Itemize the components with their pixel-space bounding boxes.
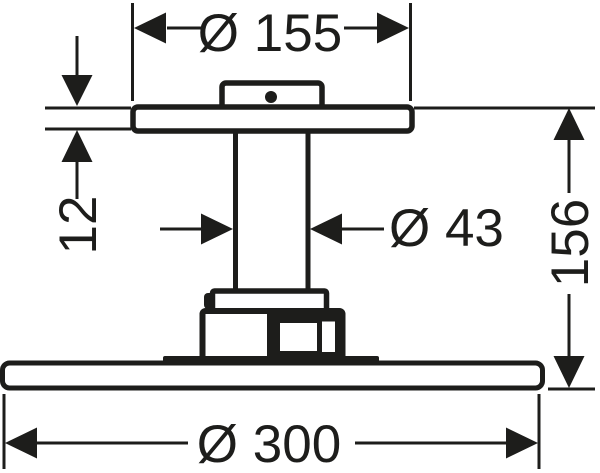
dim-label-head-diameter: Ø 300: [197, 415, 341, 473]
dim-escutcheon-thickness: 12: [49, 36, 108, 254]
arrow-up-icon: [553, 108, 585, 140]
arrow-right-icon: [377, 12, 409, 44]
dim-label-escutcheon-thickness: 12: [49, 196, 108, 255]
arrow-up-icon: [61, 130, 93, 162]
product-outline: [0, 80, 545, 391]
dim-escutcheon-diameter: Ø 155: [134, 4, 409, 63]
arrow-right-icon: [201, 213, 233, 245]
dim-label-pipe-diameter: Ø 43: [389, 199, 504, 258]
dim-pipe-diameter: Ø 43: [160, 199, 504, 258]
arrow-left-icon: [134, 12, 166, 44]
escutcheon-plate: [130, 104, 415, 134]
dim-label-mounted-height: 156: [541, 199, 600, 287]
arrow-down-icon: [61, 75, 93, 106]
dim-mounted-height: 156: [541, 108, 600, 388]
arrow-right-icon: [506, 427, 538, 459]
connection-box-dot: [265, 91, 277, 103]
dim-head-diameter: Ø 300: [5, 415, 538, 473]
arrow-left-icon: [5, 427, 37, 459]
arrow-left-icon: [310, 213, 342, 245]
dim-label-escutcheon-diameter: Ø 155: [198, 4, 342, 63]
arrow-down-icon: [553, 356, 585, 388]
reference-lines: [2, 3, 595, 469]
connector-window: [280, 323, 317, 351]
shower-head-disc: [0, 360, 545, 391]
connector-slot: [322, 321, 335, 352]
